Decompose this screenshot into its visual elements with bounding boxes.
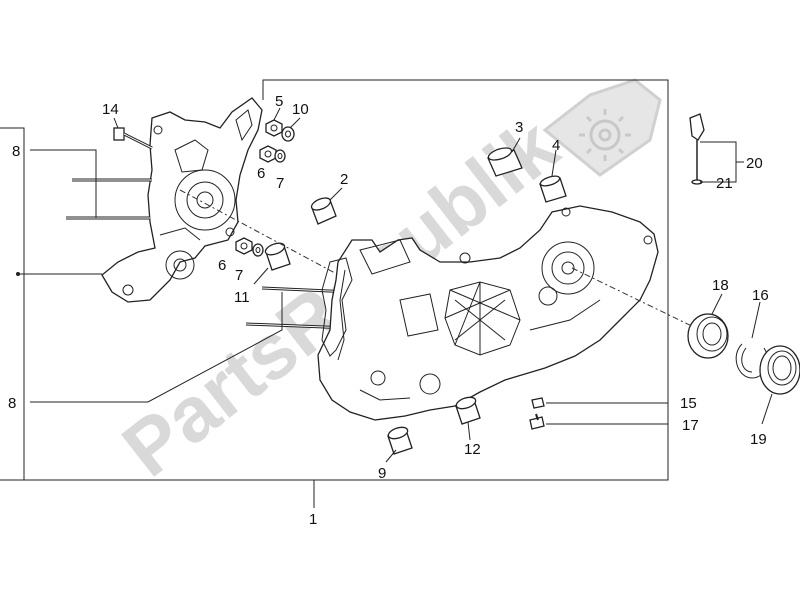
callout-4: 4 (552, 137, 560, 154)
washer-7-upper (274, 149, 286, 163)
callout-8-lower: 8 (8, 395, 16, 412)
leader-12 (467, 421, 471, 441)
callout-21: 21 (716, 175, 733, 192)
bracket-8-lower (30, 292, 283, 403)
callout-8-upper: 8 (12, 143, 20, 160)
callout-18: 18 (712, 277, 729, 294)
callout-2: 2 (340, 171, 348, 188)
right-crankcase-half (317, 205, 659, 421)
leader-11 (253, 267, 269, 285)
leader-4 (551, 149, 557, 177)
callout-10: 10 (292, 101, 309, 118)
leader-2 (329, 187, 343, 201)
bolt-14 (113, 127, 153, 150)
left-crankcase-half (101, 97, 263, 303)
callout-19: 19 (750, 431, 767, 448)
leader-19 (761, 393, 773, 425)
bracket-8-upper (30, 149, 97, 218)
callout-14: 14 (102, 101, 119, 118)
leader-10 (289, 117, 301, 129)
plug-15 (531, 397, 545, 409)
leader-left-dot-marker (16, 272, 20, 276)
callout-3: 3 (515, 119, 523, 136)
callout-6-lower: 6 (218, 257, 226, 274)
leader-18 (711, 293, 723, 315)
assembly-frame (0, 79, 669, 481)
callout-1: 1 (309, 511, 317, 528)
dowel-11 (264, 242, 291, 271)
callout-5: 5 (275, 93, 283, 110)
callout-20: 20 (746, 155, 763, 172)
leader-14 (113, 117, 119, 129)
alignment-line-right (571, 267, 701, 331)
leader-5 (273, 107, 281, 121)
nut-6-upper (259, 145, 277, 163)
callout-7-upper: 7 (276, 175, 284, 192)
callout-17: 17 (682, 417, 699, 434)
washer-10 (281, 126, 295, 142)
screw-17 (529, 413, 545, 430)
bushing-9 (387, 426, 413, 455)
callout-6-upper: 6 (257, 165, 265, 182)
bracket-8a (0, 127, 25, 480)
bearing-18 (687, 313, 729, 359)
nut-5 (265, 119, 283, 137)
dipstick-20 (689, 113, 705, 185)
callout-16: 16 (752, 287, 769, 304)
callout-15: 15 (680, 395, 697, 412)
callout-9: 9 (378, 465, 386, 482)
nut-6-lower (235, 237, 253, 255)
alignment-line-left (179, 189, 349, 281)
callout-11: 11 (234, 289, 250, 306)
leader-9 (385, 449, 397, 463)
callout-12: 12 (464, 441, 481, 458)
bushing-4 (539, 175, 567, 203)
bushing-12 (455, 396, 481, 425)
washer-7-lower (252, 243, 264, 257)
callout-7-lower: 7 (235, 267, 243, 284)
dowel-2 (310, 197, 337, 225)
oil-seal-19 (759, 345, 800, 395)
pin-3 (487, 147, 523, 177)
leader-3 (511, 137, 521, 153)
leader-16 (751, 301, 761, 339)
watermark-gear-icon (542, 78, 662, 177)
gasket (321, 257, 353, 357)
